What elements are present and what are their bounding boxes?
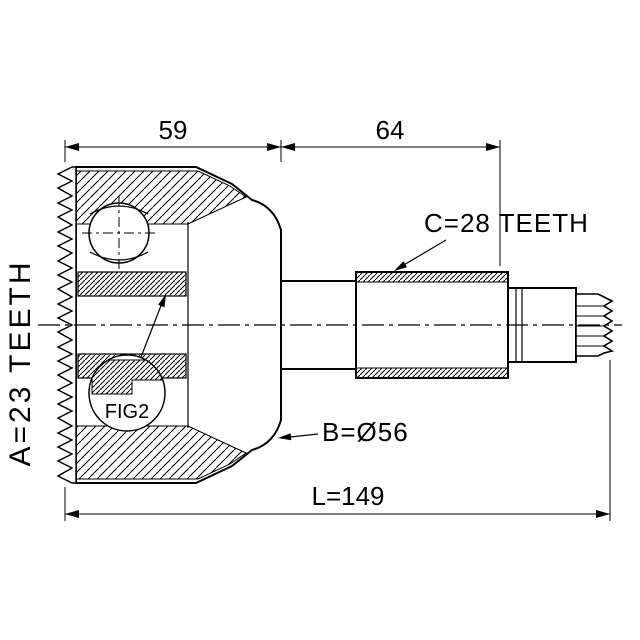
fig2-leader-arrowhead (158, 294, 166, 308)
label-c-teeth: C=28 TEETH (394, 208, 589, 271)
dim-59-label: 59 (159, 115, 188, 145)
inner-race-hatch-top (77, 271, 187, 297)
arrowhead (486, 143, 500, 151)
dim-length-label: L=149 (311, 481, 384, 511)
label-a-teeth: A=23 TEETH (4, 259, 37, 466)
dim-64-label: 64 (376, 115, 405, 145)
housing-wall-hatch-bottom (75, 425, 248, 480)
label-b-diameter: B=Ø56 (278, 417, 409, 447)
arrowhead (267, 143, 281, 151)
housing-spline-edge (56, 166, 77, 484)
fig2-leader-line (140, 297, 165, 358)
b-leader-arrowhead (278, 433, 292, 441)
c-teeth-label: C=28 TEETH (424, 208, 589, 238)
arrowhead (65, 510, 79, 518)
spline-hatch-top (355, 271, 509, 283)
fig2-label: FIG2 (105, 401, 149, 423)
arrowhead (281, 143, 295, 151)
c-leader-line (396, 239, 447, 270)
c-leader-arrowhead (394, 261, 407, 271)
arrowhead (596, 510, 610, 518)
fig2-balloon: FIG2 (88, 294, 166, 432)
arrowhead (65, 143, 79, 151)
spline-hatch-bottom (355, 367, 509, 379)
b-diameter-label: B=Ø56 (322, 417, 409, 447)
dimensions-top: 59 64 (64, 115, 501, 266)
a-teeth-label: A=23 TEETH (4, 259, 37, 466)
dimension-length: L=149 (64, 360, 611, 521)
ball-bearing (82, 196, 157, 271)
